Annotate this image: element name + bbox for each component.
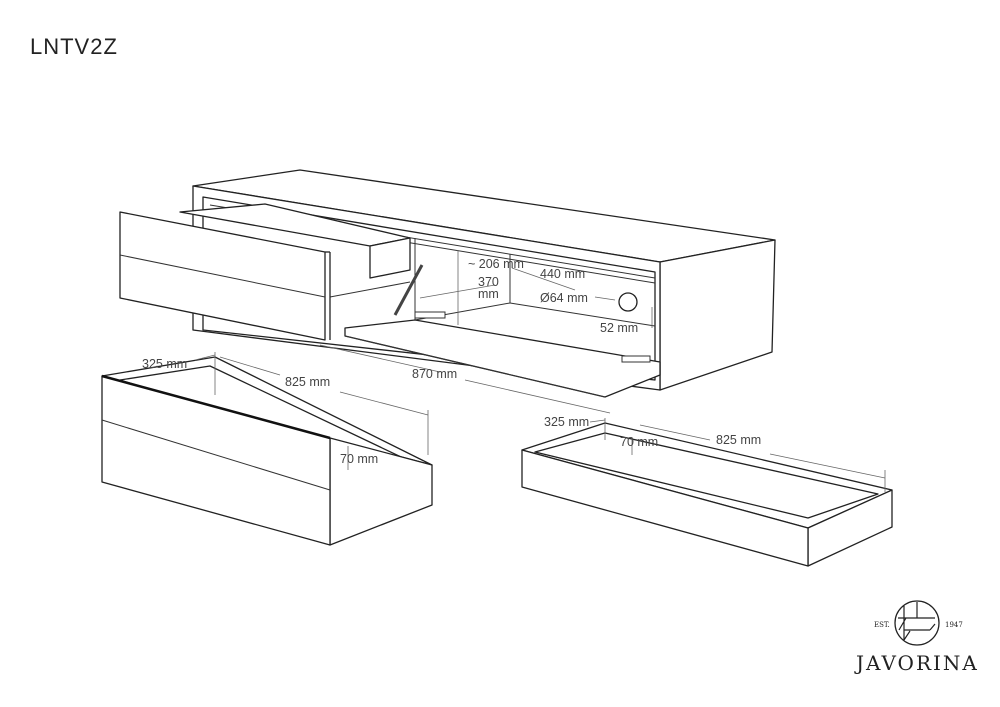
dim-total-width: 870 mm [412,367,457,381]
drawing-line [393,264,424,316]
cable-hole-icon [618,292,638,312]
drawing-line [344,335,606,398]
drawer-left-depth: 325 mm [142,357,187,371]
drawing-line [534,432,879,519]
dim-inner-depth-unit: mm [478,287,499,301]
drawing-line [509,302,656,327]
drawing-line [319,344,441,373]
javorina-logo: EST. 1947 JAVORINA [854,600,979,675]
drawing-line [594,296,616,301]
logo-name: JAVORINA [854,651,979,675]
model-title: LNTV2Z [30,34,118,59]
drawing-line [339,391,429,416]
drawing-line [119,254,326,298]
drawing-line [769,453,886,479]
dim-flap-height: ~ 206 mm [468,257,524,271]
drawing-line [419,284,496,299]
drawing-line [639,424,711,441]
drawer-right-width: 825 mm [716,433,761,447]
drawing-line [101,419,331,491]
drawing-line [894,600,940,646]
open-drawer [119,211,331,341]
drawer-right-depth: 325 mm [544,415,589,429]
drawing-line [589,419,606,423]
logo-year: 1947 [945,621,963,629]
cabinet-right-side [659,239,776,391]
drawing-line [329,281,411,298]
dim-hole-offset: 52 mm [600,321,638,335]
drawing-line [414,311,446,319]
tv-cabinet [179,169,776,398]
dim-compartment-width: 440 mm [540,267,585,281]
drawing-line [521,449,809,567]
drawing-line [369,237,411,279]
drawing-line [898,602,936,641]
dim-cable-hole: Ø64 mm [540,291,588,305]
drawing-line [511,267,576,291]
drawer-right-height: 70 mm [620,435,658,449]
drawer-right: 325 mm 70 mm 825 mm [521,415,893,567]
drawer-left-width: 825 mm [285,375,330,389]
drawing-line [101,374,331,440]
logo-est: EST. [874,621,890,629]
drawing-line [194,354,216,361]
dim-inner-depth: 370 [478,275,499,289]
drawer-left-height: 70 mm [340,452,378,466]
drawing-line [464,379,611,414]
drawing-line [219,356,281,376]
drawing-line [621,355,651,363]
drawer-left: 325 mm 825 mm 70 mm [101,352,433,546]
